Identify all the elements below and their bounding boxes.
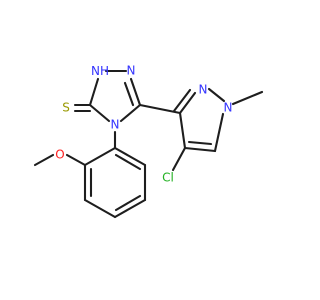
bond-c3-n1 <box>88 77 100 107</box>
atom-pz-n2: N <box>199 83 208 97</box>
bond-b1-b2-inner <box>114 153 142 171</box>
bond-o-methyl <box>33 153 55 167</box>
bond-b1-b2 <box>113 146 147 167</box>
bond-n2-c5-double <box>123 81 135 107</box>
bond-c5-c4 <box>183 146 217 153</box>
bond-c4-pzc3 <box>178 111 187 150</box>
bond-c5-n4 <box>119 103 142 123</box>
bond-pzn1-methyl <box>231 90 264 106</box>
atom-cl: Cl <box>162 171 174 185</box>
bond-b3-b4-inner <box>114 194 142 212</box>
bond-b3-b4 <box>113 198 147 219</box>
bond-pzc3-pzn2-double <box>172 88 192 113</box>
molecule-structure: NH N N S N N Cl O <box>33 64 264 219</box>
atom-s: S <box>62 101 70 115</box>
bond-pzn1-c5 <box>213 112 225 153</box>
bond-b6-o <box>65 153 87 167</box>
bond-b6-b1 <box>83 146 117 167</box>
bond-n2-c5 <box>129 77 142 107</box>
bond-b4-b5 <box>83 198 117 219</box>
bond-c5-c4-double <box>187 140 213 146</box>
atom-pz-n1: N <box>224 101 233 115</box>
atom-n4: N <box>111 118 120 132</box>
bond-pzn2-pzn1 <box>207 87 226 103</box>
atom-o: O <box>55 148 64 162</box>
bond-c4-cl <box>171 146 187 172</box>
bond-n4-c3 <box>88 103 111 123</box>
atom-n2: N <box>127 64 136 78</box>
bond-pzc3-pzn2 <box>178 91 197 115</box>
atom-n1: NH <box>91 64 109 78</box>
